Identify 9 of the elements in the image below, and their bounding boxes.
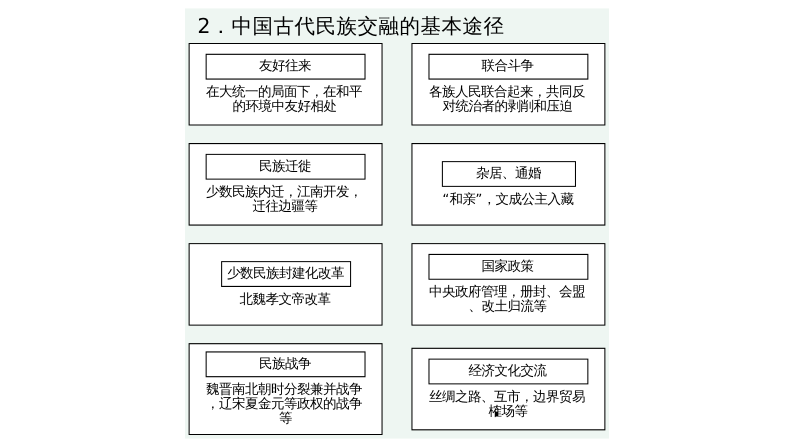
node-box: 联合斗争 各族人民联合起来，共同反对统治者的剥削和压迫 [411, 42, 606, 126]
node-box: 民族战争 魏晋南北朝时分裂兼并战争，辽宋夏金元等政权的战争等 [188, 343, 383, 435]
node-box: 少数民族封建化改革 北魏孝文帝改革 [188, 243, 383, 326]
node-box: 经济文化交流 丝绸之路、互市，边界贸易榷场等 [411, 348, 606, 430]
node-box: 杂居、通婚 “和亲”，文成公主入藏 [411, 143, 606, 226]
node-box: 友好往来 在大统一的局面下，在和平的环境中友好相处 [188, 42, 383, 126]
node-box: 民族迁徙 少数民族内迁，江南开发，迁往边疆等 [188, 143, 383, 226]
node-box: 国家政策 中央政府管理，册封、会盟、改土归流等 [411, 243, 606, 326]
diagram-title: 2．中国古代民族交融的基本途径 [197, 14, 505, 38]
